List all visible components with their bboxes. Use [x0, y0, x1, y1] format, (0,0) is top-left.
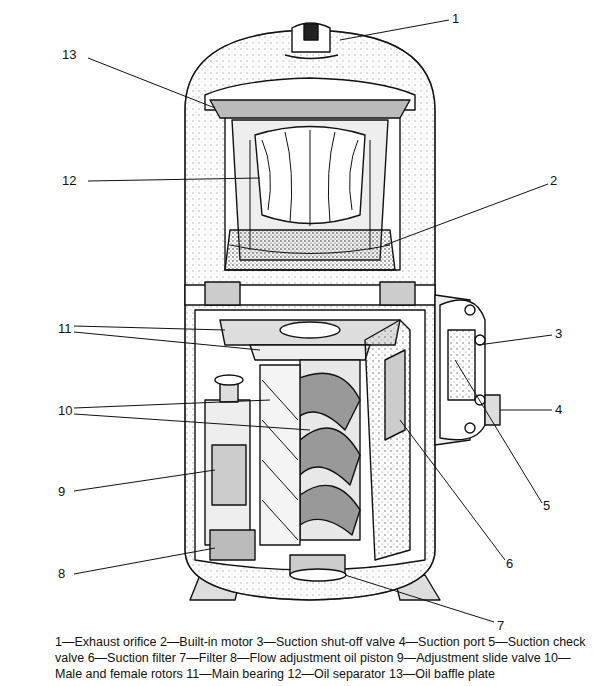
callout-number: 6 — [506, 557, 513, 571]
callout-number: 8 — [58, 567, 65, 581]
callout-number: 9 — [58, 485, 65, 499]
callout-number: 3 — [555, 327, 562, 341]
callout-number: 2 — [550, 174, 557, 188]
callout-number: 4 — [555, 403, 562, 417]
callout-number: 1 — [452, 12, 459, 26]
callout-number: 7 — [497, 619, 504, 633]
callout-number: 13 — [62, 48, 76, 62]
callout-number: 5 — [543, 499, 550, 513]
callout-number: 11 — [58, 322, 72, 336]
callout-number: 12 — [62, 174, 76, 188]
figure-caption: 1—Exhaust orifice 2—Built-in motor 3—Suc… — [55, 634, 590, 682]
callout-number: 10 — [58, 404, 72, 418]
